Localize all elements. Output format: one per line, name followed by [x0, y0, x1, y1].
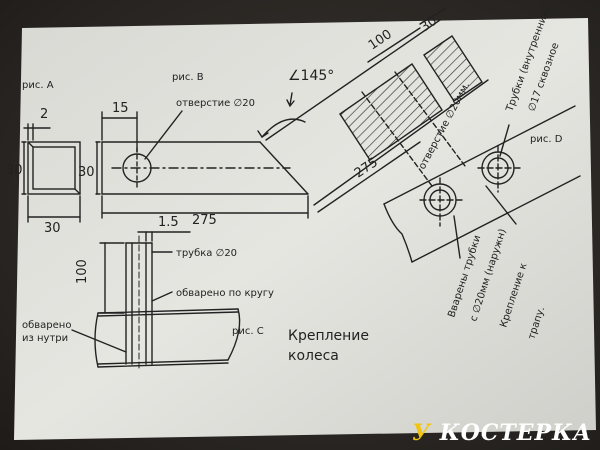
- fig-b-label: рис. B: [172, 72, 204, 83]
- paper: [14, 18, 596, 440]
- fig-a-label: рис. A: [22, 80, 54, 91]
- dim-a-wall: 2: [40, 107, 48, 122]
- dim-c-wall: 1.5: [158, 215, 179, 230]
- wheel-mount-line1: Крепление: [288, 328, 369, 344]
- fig-c-section: [71, 231, 241, 371]
- fig-c-label: рис. C: [232, 326, 264, 337]
- fig-d-tube: [383, 105, 581, 263]
- dim-a-height: 30: [6, 163, 23, 178]
- welded-around-label: обварено по кругу: [176, 288, 274, 299]
- fig-b-angled-tube: [265, 7, 489, 213]
- angle-label: ∠145°: [288, 68, 334, 84]
- welded-inside-line2: из нутри: [22, 333, 68, 344]
- hole-d20-label: отверстие ∅20: [176, 98, 255, 109]
- dim-a-width: 30: [44, 221, 61, 236]
- fig-a-section: [21, 123, 81, 223]
- dim-b-hole-offset: 15: [112, 101, 129, 116]
- dim-b-height: 30: [78, 165, 95, 180]
- fig-b-tube: [95, 92, 309, 219]
- tube-d20-label: трубка ∅20: [176, 248, 237, 259]
- fig-d-label: рис. D: [530, 134, 563, 145]
- watermark-part1: У: [412, 420, 440, 446]
- welded-inside-line1: обварено: [22, 320, 71, 331]
- wheel-mount-line2: колеса: [288, 348, 339, 364]
- watermark-part2: КОСТЕРКА: [439, 420, 592, 446]
- dim-b-length: 275: [192, 213, 217, 228]
- dim-c-100: 100: [75, 259, 90, 284]
- site-watermark: У КОСТЕРКА: [412, 420, 592, 446]
